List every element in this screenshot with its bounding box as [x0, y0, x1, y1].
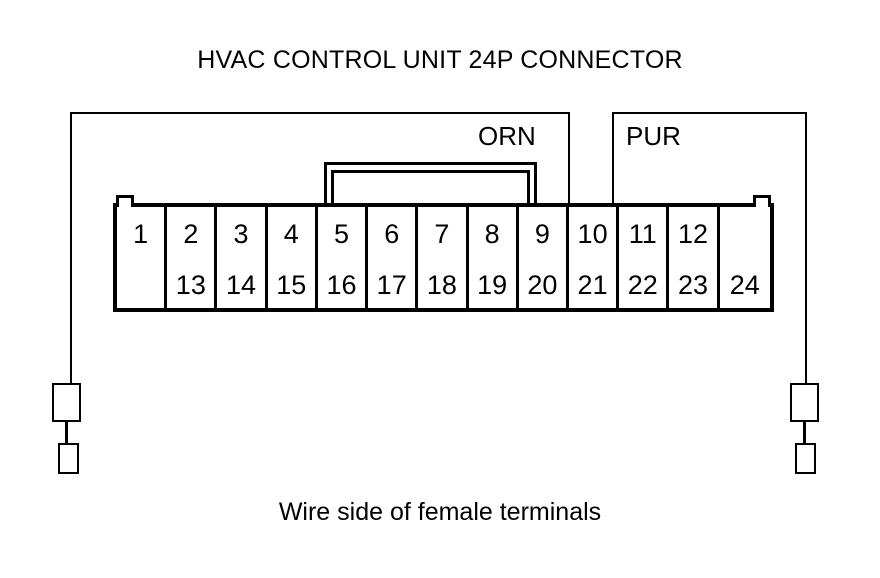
pin-number-label: 15 — [276, 269, 307, 300]
pin-cell-7: 7 — [418, 207, 469, 262]
pin-number-label: 16 — [326, 269, 357, 300]
orn-leader-horizontal — [70, 112, 570, 114]
pin-number-label: 1 — [133, 219, 149, 249]
pin-cell-2: 2 — [167, 207, 218, 262]
pin-cell-8: 8 — [468, 207, 519, 262]
terminal-right-tip — [795, 443, 816, 474]
pin-number-label: 13 — [175, 269, 206, 300]
pin-number-label: 9 — [534, 219, 550, 249]
pin-number-label: 20 — [527, 269, 558, 300]
pin-cell-blank — [719, 207, 770, 262]
pin-cell-4: 4 — [267, 207, 318, 262]
diagram-caption: Wire side of female terminals — [278, 498, 602, 526]
pin-number-label: 21 — [577, 269, 608, 300]
pin-number-label: 23 — [677, 269, 709, 300]
pin-number-label: 24 — [729, 269, 760, 300]
pin-cell-20: 20 — [518, 262, 569, 308]
latch-bridge-inner — [331, 170, 530, 203]
terminal-right-body — [790, 383, 819, 422]
pin-cell-14: 14 — [217, 262, 268, 308]
pin-number-label: 7 — [434, 219, 450, 249]
pin-cell-21: 21 — [568, 262, 620, 308]
pin-cell-9: 9 — [518, 207, 569, 262]
pur-leader-horizontal — [612, 112, 807, 114]
pin-cell-18: 18 — [418, 262, 469, 308]
pin-cell-24: 24 — [719, 262, 770, 308]
pin-cell-10: 10 — [568, 207, 620, 262]
pin-number-label: 6 — [384, 219, 400, 249]
pin-cell-16: 16 — [317, 262, 369, 308]
pin-cell-22: 22 — [619, 262, 670, 308]
pin-cell-1: 1 — [117, 207, 168, 262]
pin-number-label: 12 — [677, 219, 709, 249]
orn-label: ORN — [478, 121, 536, 151]
pin-number-label: 11 — [628, 219, 657, 249]
pin-cell-11: 11 — [619, 207, 670, 262]
pin-number-label: 18 — [426, 269, 457, 300]
terminal-right-stem — [803, 422, 806, 447]
orn-leader-drop-left — [70, 112, 72, 383]
pin-cell-5: 5 — [317, 207, 369, 262]
pin-cell-15: 15 — [267, 262, 318, 308]
terminal-left-body — [52, 383, 81, 422]
pin-cell-blank — [117, 262, 168, 308]
pin-cell-13: 13 — [167, 262, 218, 308]
terminal-left-stem — [65, 422, 68, 447]
pin-row-bottom: 13 14 15 16 17 18 19 20 21 22 23 24 — [117, 262, 770, 308]
latch-bridge-bar — [331, 170, 530, 173]
pur-label: PUR — [626, 121, 681, 151]
pin-number-label: 5 — [333, 219, 349, 249]
pin-number-label: 22 — [627, 269, 658, 300]
pur-leader-drop-right — [805, 112, 807, 383]
pin-number-label: 8 — [484, 219, 500, 249]
orn-leader-drop-right — [568, 112, 570, 203]
pin-number-label: 2 — [183, 219, 199, 249]
pin-number-label: 14 — [226, 269, 257, 300]
pin-cell-12: 12 — [669, 207, 720, 262]
pin-cell-17: 17 — [368, 262, 419, 308]
pin-cell-19: 19 — [468, 262, 519, 308]
pin-number-label: 17 — [376, 269, 407, 300]
pin-number-label: 3 — [233, 219, 249, 249]
pur-leader-drop-left — [612, 112, 614, 203]
pin-number-label: 4 — [283, 219, 299, 249]
terminal-left-tip — [58, 443, 79, 474]
pin-cell-3: 3 — [217, 207, 268, 262]
pin-cell-23: 23 — [669, 262, 720, 308]
pin-number-label: 19 — [477, 269, 508, 300]
diagram-title: HVAC CONTROL UNIT 24P CONNECTOR — [197, 46, 683, 74]
pin-cell-6: 6 — [368, 207, 419, 262]
pin-number-label: 10 — [577, 219, 608, 249]
